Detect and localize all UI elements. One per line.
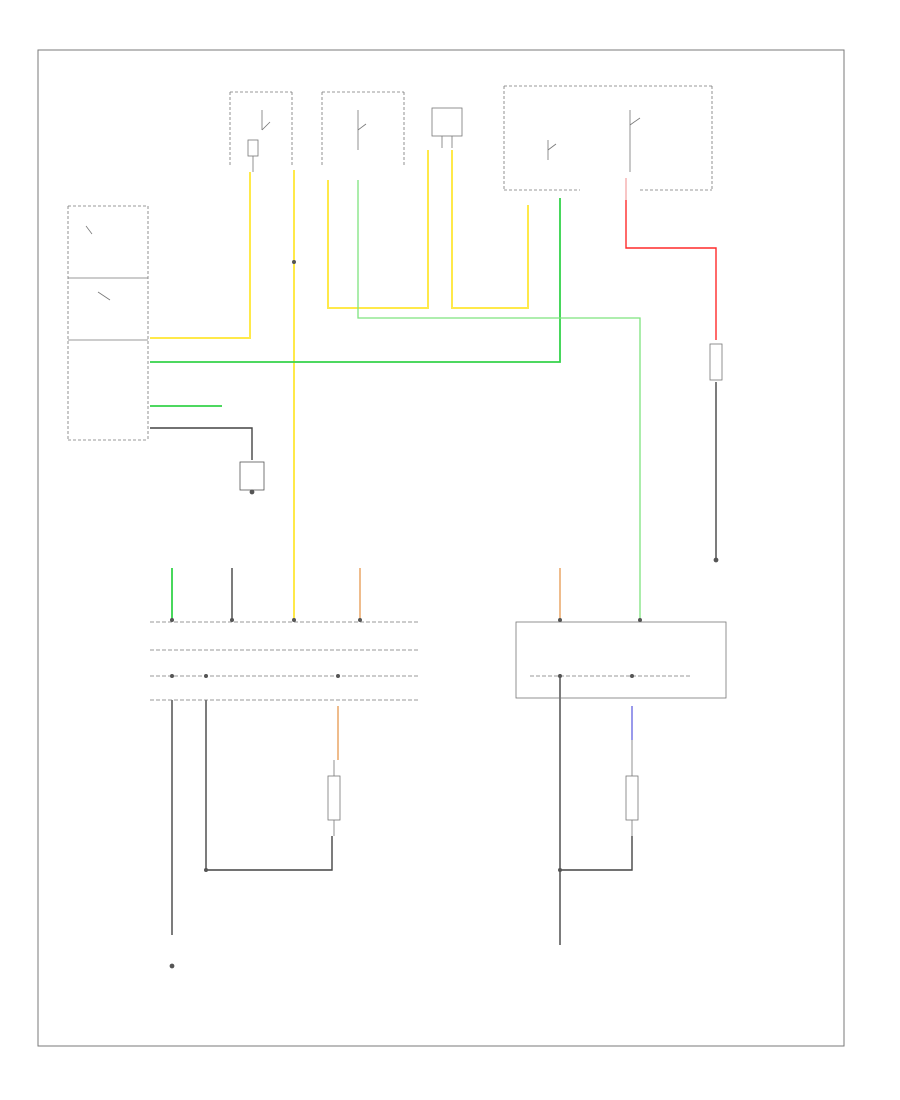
left-seat-heater-module <box>150 621 420 701</box>
wire-light-green <box>357 180 641 620</box>
brake-switch-module <box>431 107 463 148</box>
left-control-unit <box>67 205 149 441</box>
ground-symbols <box>169 461 719 969</box>
brake-light-switch-right <box>709 343 723 381</box>
diagram-frame <box>37 49 845 1047</box>
wire-yellow <box>150 150 529 620</box>
wire-red <box>625 200 717 340</box>
wire-green <box>150 198 561 620</box>
wire-black <box>150 382 717 945</box>
right-seat-heater-module <box>515 621 727 699</box>
right-seat-heater-element <box>625 740 639 836</box>
fuse-box-middle <box>321 91 405 165</box>
connection-points <box>170 260 642 872</box>
left-seat-heater-element <box>327 760 341 836</box>
fuse-box-left <box>229 91 293 172</box>
wire-orange <box>337 568 561 760</box>
relay-box-right <box>503 85 713 191</box>
